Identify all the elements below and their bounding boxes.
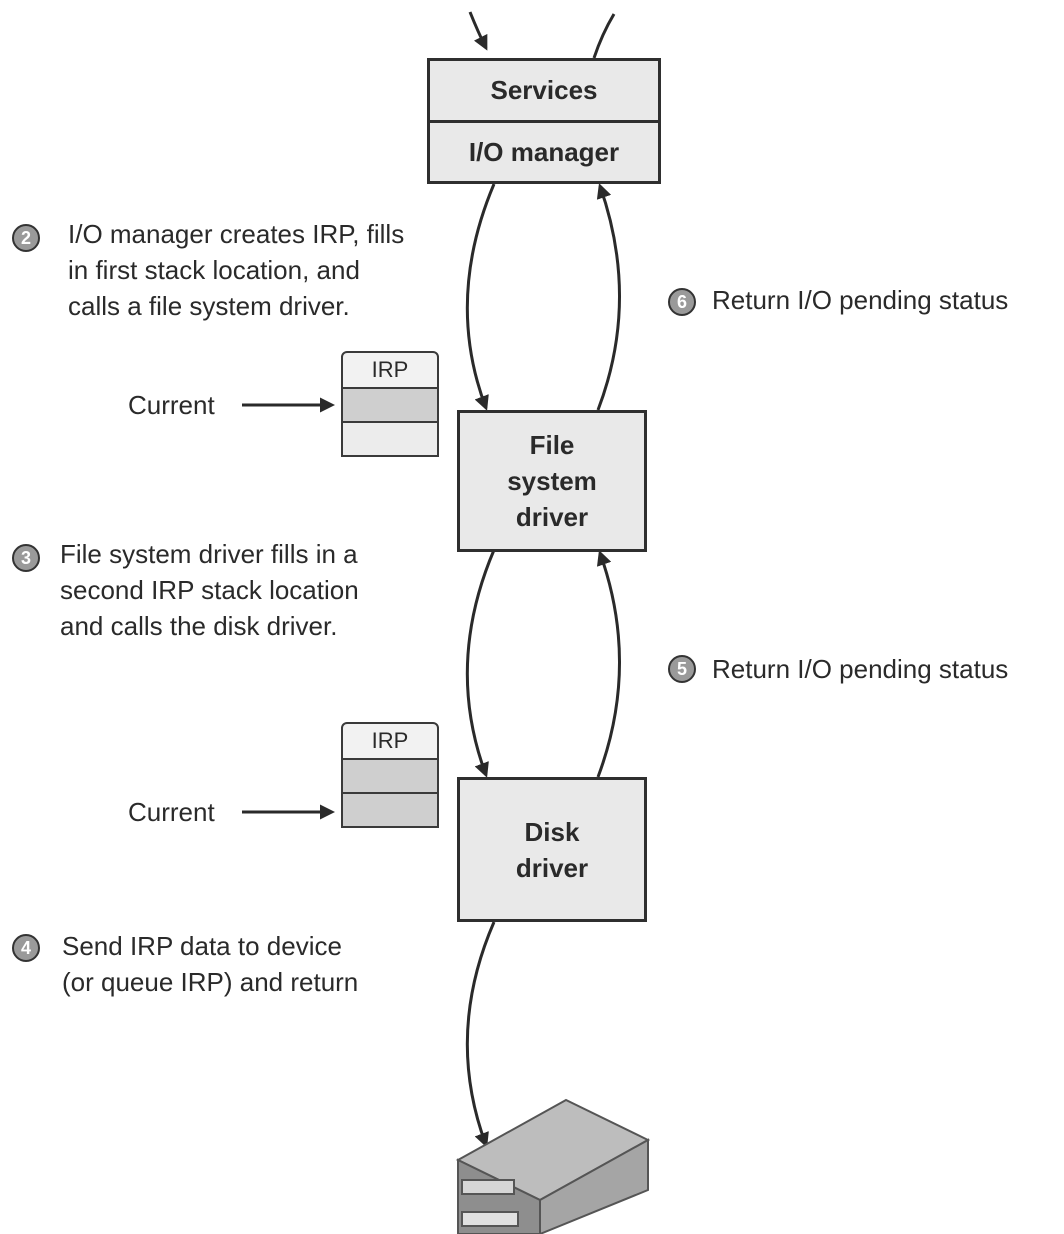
fsd-line-3: driver — [515, 502, 589, 532]
current-label-1: Current — [128, 390, 215, 420]
irp-stack-location-current — [343, 387, 437, 421]
irp-stack-location-empty — [343, 421, 437, 455]
step-3-line-2: second IRP stack location — [60, 575, 359, 605]
step-5-badge: 5 — [668, 655, 696, 683]
fsd-line-2: system — [507, 466, 597, 496]
disk-line-2: driver — [515, 852, 589, 883]
irp-stack-location-current — [343, 792, 437, 826]
step-3-line-1: File system driver fills in a — [60, 539, 358, 569]
step-3-line-3: and calls the disk driver. — [60, 611, 338, 641]
step-4-line-2: (or queue IRP) and return — [62, 967, 359, 997]
step-3-text: File system driver fills in a second IRP… — [60, 536, 359, 644]
irp-stack-2: IRP — [341, 722, 439, 828]
disk-device-icon — [455, 1098, 651, 1234]
fsd-line-1: File — [529, 430, 575, 460]
step-2-line-2: in first stack location, and — [68, 255, 360, 285]
disk-line-1: Disk — [524, 816, 580, 847]
step-2-badge: 2 — [12, 224, 40, 252]
send-arrow-disk-to-device — [465, 921, 496, 1148]
outgoing-top-line — [592, 13, 616, 59]
io-manager-label: I/O manager — [430, 119, 658, 182]
current-label-2: Current — [128, 797, 215, 827]
step-2-text: I/O manager creates IRP, fills in first … — [68, 216, 404, 324]
step-2-line-3: calls a file system driver. — [68, 291, 350, 321]
irp-stack-1: IRP — [341, 351, 439, 457]
step-2-line-1: I/O manager creates IRP, fills — [68, 219, 405, 249]
return-arrow-disk-to-fsd — [596, 550, 621, 778]
incoming-arrow — [468, 11, 488, 51]
step-6-badge: 6 — [668, 288, 696, 316]
irp-label-2: IRP — [343, 724, 437, 758]
return-arrow-fsd-to-io — [596, 183, 621, 411]
services-io-manager-box: Services I/O manager — [427, 58, 661, 184]
file-system-driver-box: File system driver — [457, 410, 647, 552]
irp-stack-location-first — [343, 758, 437, 792]
step-5-text: Return I/O pending status — [712, 654, 1009, 684]
irp-label-1: IRP — [343, 353, 437, 387]
step-3-badge: 3 — [12, 544, 40, 572]
step-6-text: Return I/O pending status — [712, 285, 1009, 315]
step-4-text: Send IRP data to device (or queue IRP) a… — [62, 928, 358, 1000]
services-label: Services — [490, 75, 598, 106]
call-arrow-io-to-fsd — [465, 183, 496, 411]
step-4-line-1: Send IRP data to device — [62, 931, 342, 961]
step-4-badge: 4 — [12, 934, 40, 962]
disk-driver-box: Disk driver — [457, 777, 647, 922]
call-arrow-fsd-to-disk — [465, 549, 496, 778]
